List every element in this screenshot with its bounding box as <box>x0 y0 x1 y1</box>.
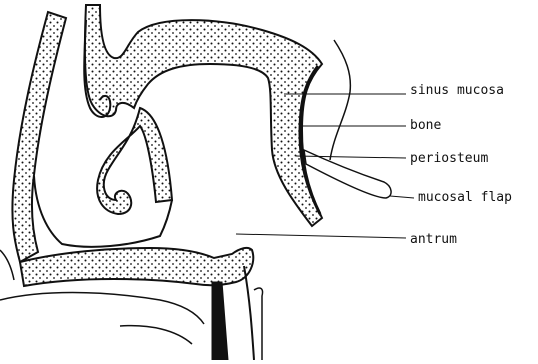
left-wall-mucosa <box>12 12 66 262</box>
outer-contour <box>330 40 350 160</box>
probe-shaft <box>244 266 254 360</box>
label-mucosal-flap: mucosal flap <box>418 191 512 204</box>
leader-mucosal-flap <box>390 196 414 198</box>
lower-contour-2 <box>120 326 192 344</box>
lower-contour-3 <box>0 250 14 280</box>
sinus-lumen <box>148 70 270 152</box>
leader-antrum <box>236 234 406 238</box>
floor-mucosa <box>20 248 253 286</box>
label-bone: bone <box>410 119 441 132</box>
label-periosteum: periosteum <box>410 152 488 165</box>
label-sinus-mucosa: sinus mucosa <box>410 84 504 97</box>
turbinate-spiral <box>97 108 172 214</box>
label-antrum: antrum <box>410 233 457 246</box>
lower-contour-1 <box>0 293 204 325</box>
probe-tip <box>254 288 263 360</box>
probe-wedge <box>212 282 228 360</box>
